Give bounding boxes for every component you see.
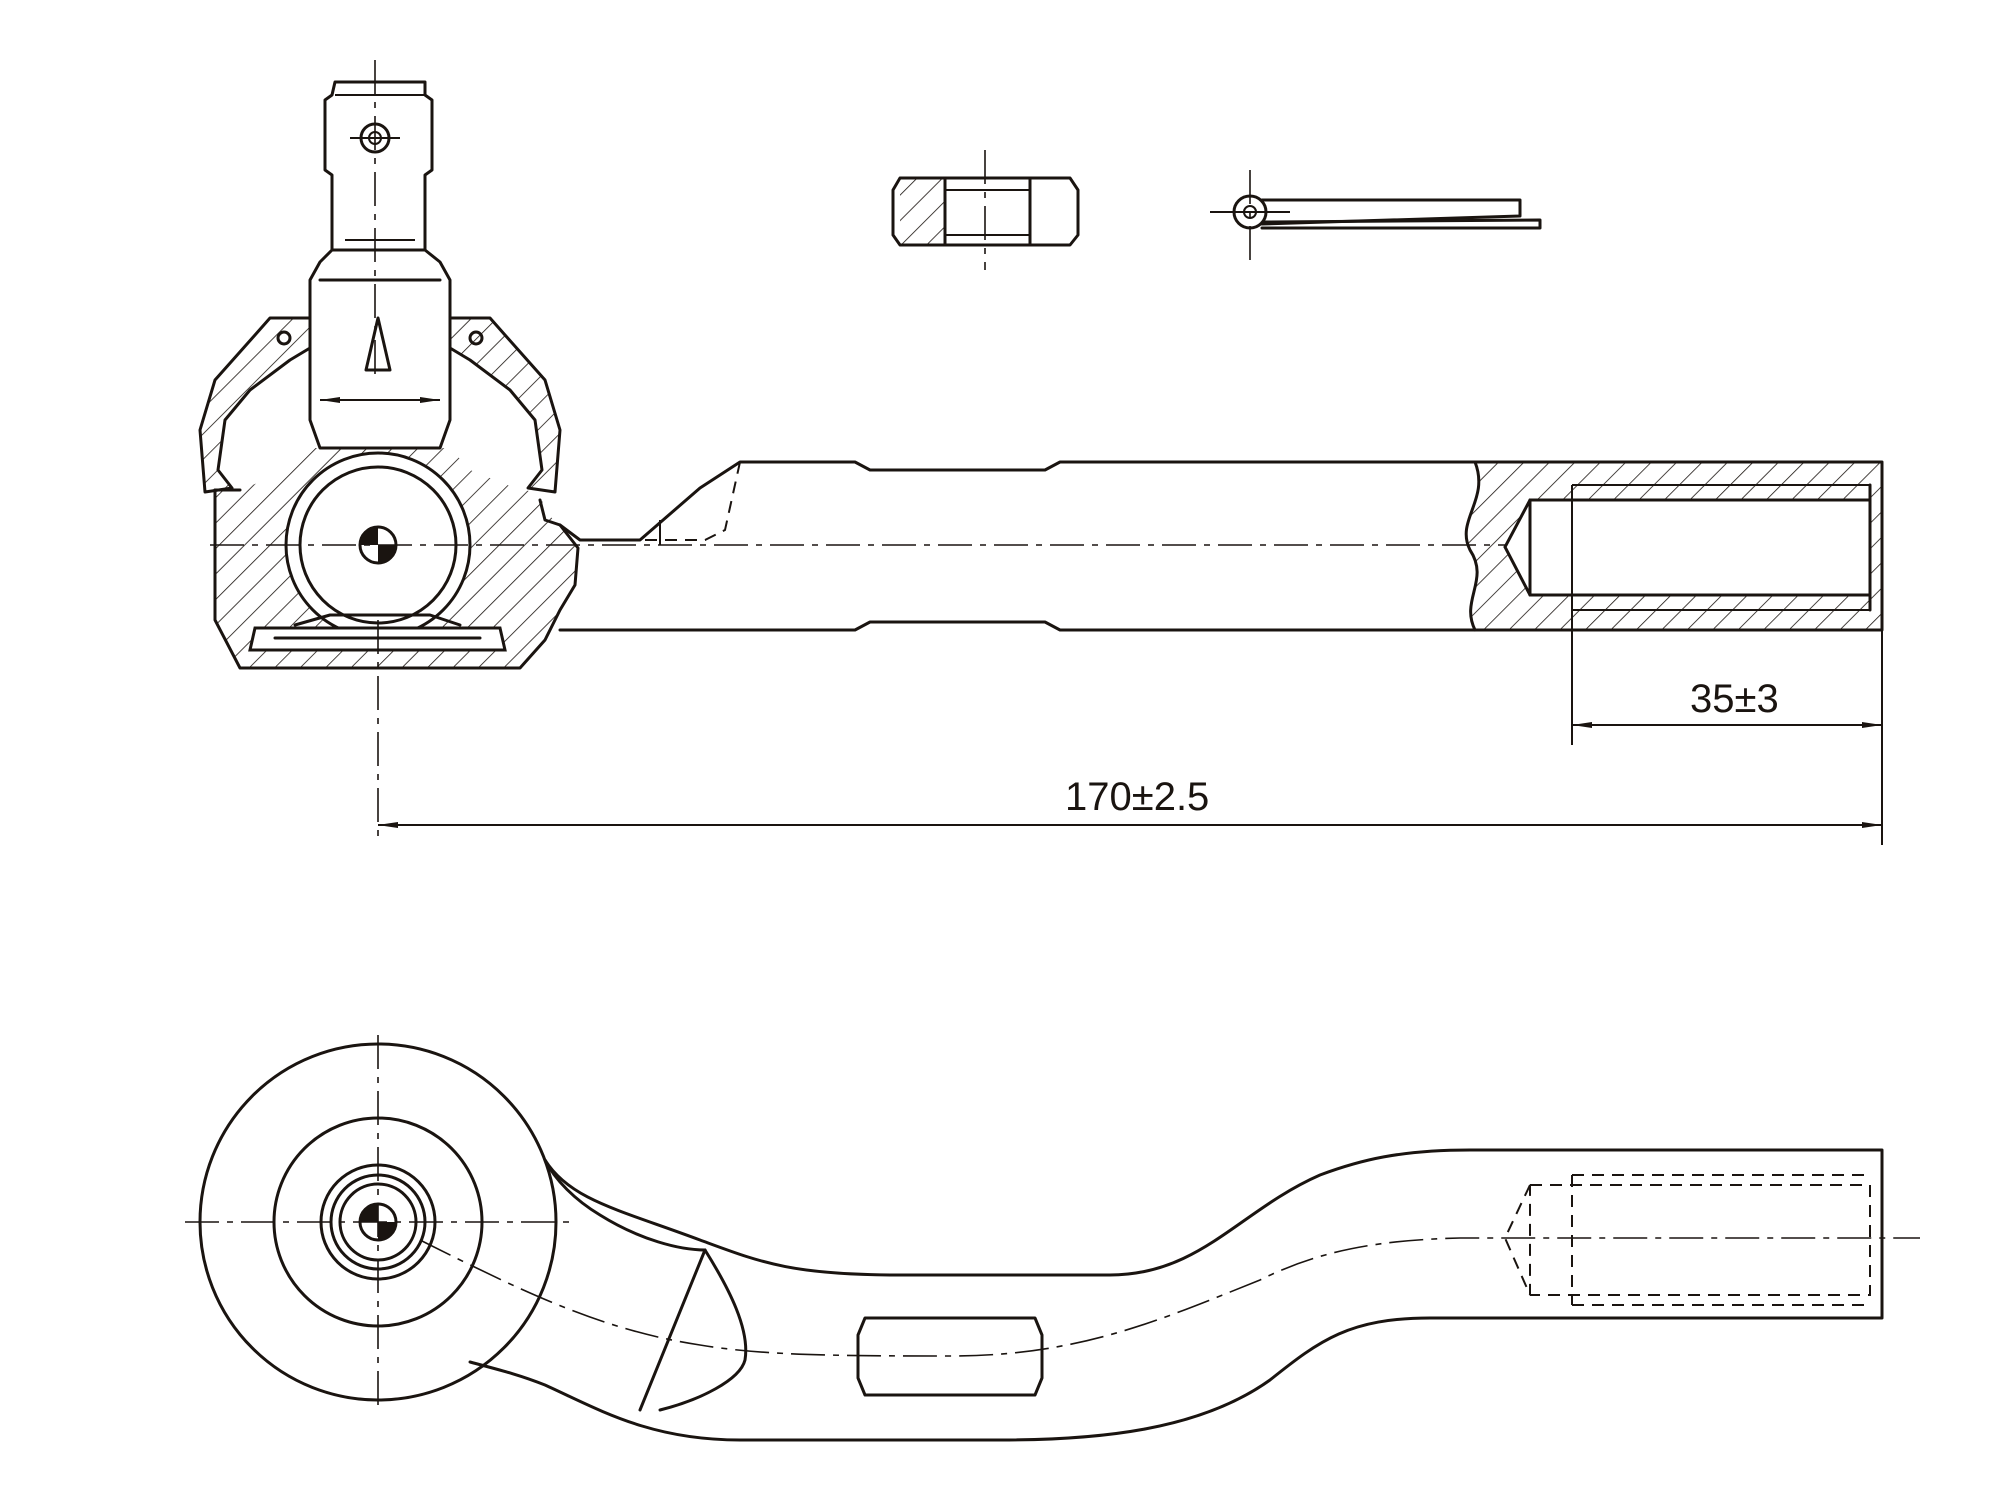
arm-shaft xyxy=(558,460,1884,632)
threaded-bore xyxy=(1464,460,1882,632)
dimension-overall-length: 170±2.5 xyxy=(378,775,1882,828)
stud-taper xyxy=(308,248,452,450)
dust-boot xyxy=(198,316,562,494)
dimension-label-overall: 170±2.5 xyxy=(1065,775,1209,819)
cotter-pin xyxy=(1210,170,1542,260)
dimension-label-thread: 35±3 xyxy=(1690,677,1779,721)
stud-pin xyxy=(323,60,434,380)
dimension-thread-depth: 35±3 xyxy=(1571,610,1883,845)
castle-nut xyxy=(891,150,1080,270)
section-view: 35±3 170±2.5 xyxy=(198,60,1884,845)
plan-view xyxy=(185,1035,1920,1442)
